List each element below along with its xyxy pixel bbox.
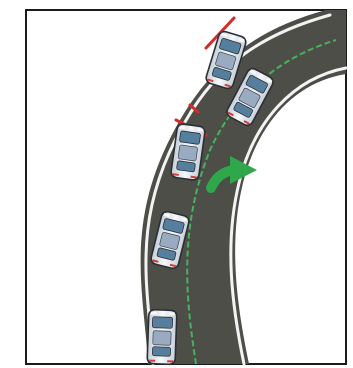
car-position-1 [147, 310, 177, 365]
